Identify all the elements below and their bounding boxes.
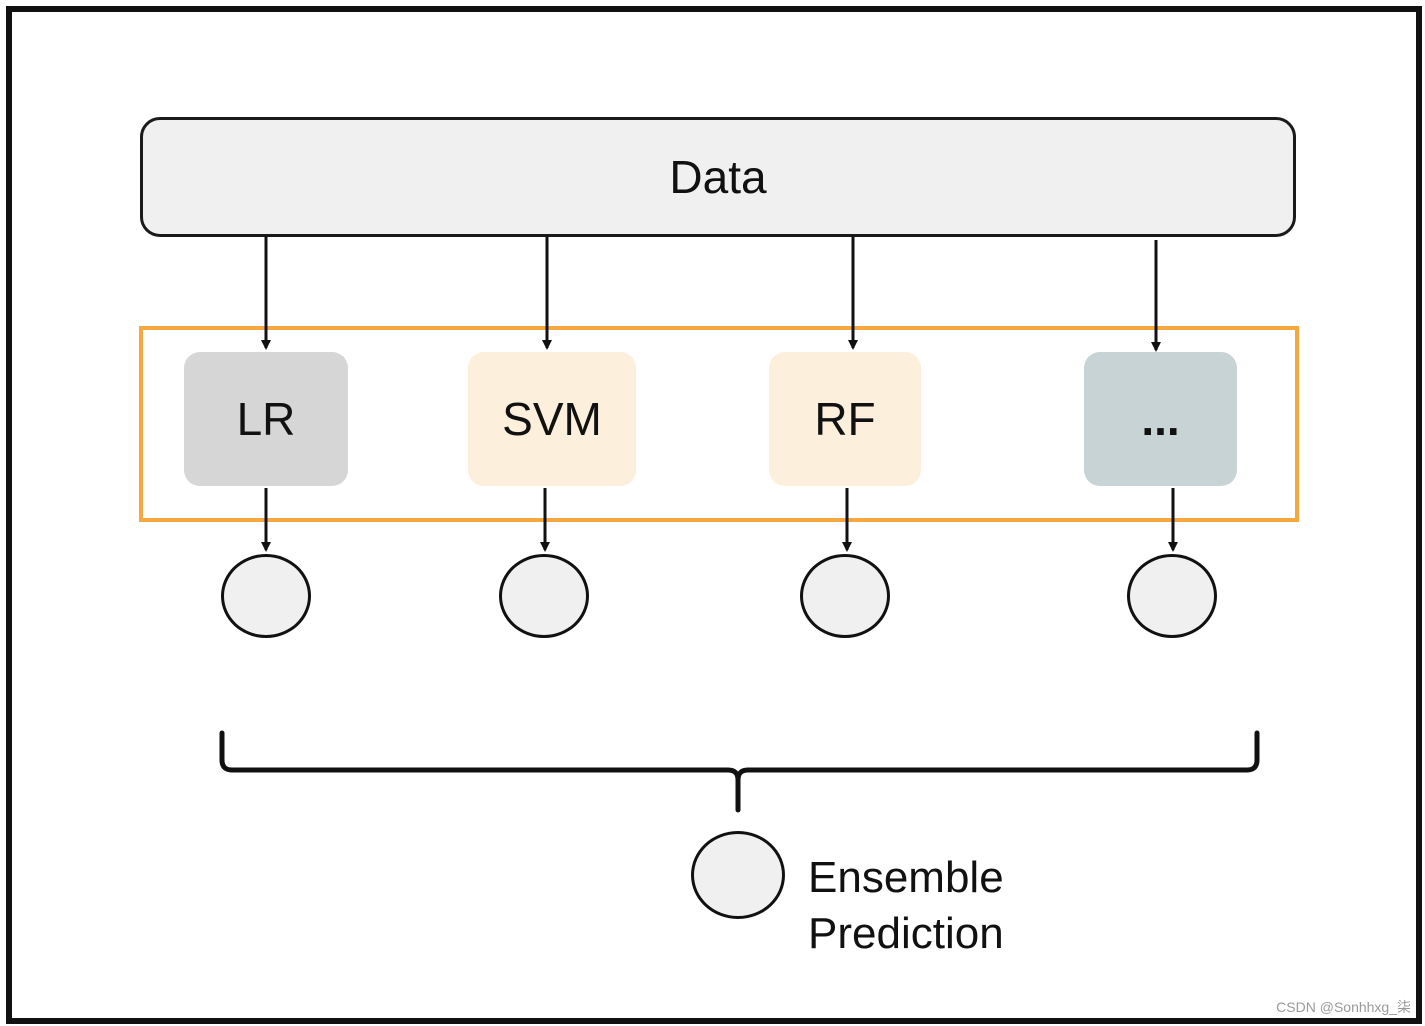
model-rf-box: RF (769, 352, 921, 486)
output-node-lr (221, 554, 311, 638)
model-rf-label: RF (814, 393, 876, 445)
model-svm-label: SVM (502, 393, 602, 445)
output-node-rf (800, 554, 890, 638)
ensemble-label-line2: Prediction (808, 909, 1004, 958)
output-node-svm (499, 554, 589, 638)
watermark: CSDN @Sonhhxg_柒 (1276, 999, 1411, 1015)
data-label: Data (669, 151, 767, 203)
ensemble-node (691, 831, 785, 919)
model-other-box: ... (1084, 352, 1237, 486)
model-lr-box: LR (184, 352, 348, 486)
model-group-box (139, 326, 1299, 522)
data-box: Data (140, 117, 1296, 237)
ensemble-label: Ensemble Prediction (808, 850, 1004, 962)
model-other-label: ... (1141, 393, 1180, 445)
ensemble-label-line1: Ensemble (808, 853, 1004, 902)
grouping-brace (219, 730, 1260, 813)
model-svm-box: SVM (468, 352, 636, 486)
output-node-other (1127, 554, 1217, 638)
model-lr-label: LR (236, 393, 296, 445)
